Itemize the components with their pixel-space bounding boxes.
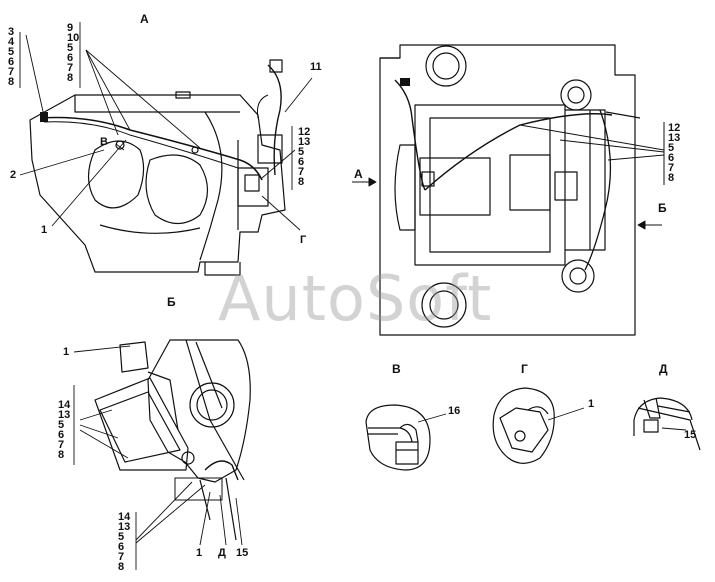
view-title-a: А [140,12,149,26]
detail-v [365,404,447,471]
view-title-d: Д [659,362,668,376]
view-title-g: Г [521,362,528,376]
detail-g [492,387,585,464]
callout-bottom-15: 15 [236,547,249,559]
view-a-gearbox [29,59,286,276]
watermark: AutoSoft [218,262,493,335]
callout-2: 2 [10,169,17,181]
arrow-b-label: Б [658,201,667,215]
view-b-gearbox [94,339,251,541]
callout-bottom-1: 1 [196,547,203,559]
view-title-v: В [392,362,401,376]
callout-1-b: 1 [63,346,70,358]
view-title-b: Б [167,295,176,309]
callout-1-g: 1 [588,398,595,410]
detail-d [633,397,701,451]
view-right-arrows [352,122,665,230]
arrow-a-label: А [354,167,363,181]
view-right-frame [379,44,641,336]
callout-11: 11 [310,61,322,73]
callout-16: 16 [448,405,461,417]
callout-g: Г [300,234,307,246]
view-b-leaders [73,345,243,570]
callout-bottom-d: Д [218,547,226,559]
callout-1-a: 1 [41,224,48,236]
callout-15-d: 15 [684,429,697,441]
view-a-leaders [19,22,313,231]
callout-v: В [100,136,108,148]
